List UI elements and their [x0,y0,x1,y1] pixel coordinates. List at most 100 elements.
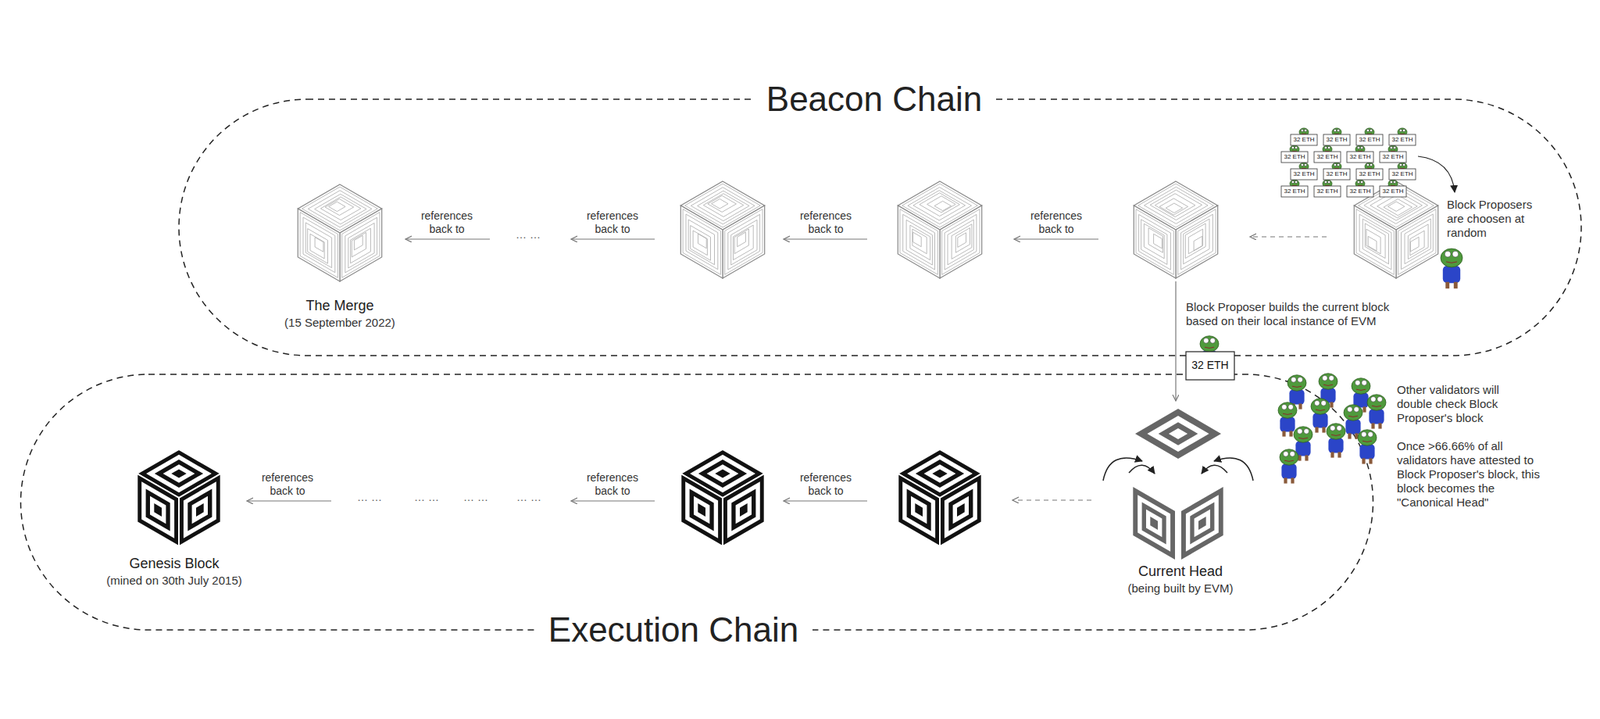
reference-arrow [571,500,655,501]
pepe-eye [1324,180,1327,183]
contour-line [1178,209,1216,275]
annotation: references back to [252,471,323,498]
annotation: references back to [577,209,648,236]
pepe-body [1281,463,1297,479]
eth-sign [1379,185,1407,197]
stake-sign-text: 32 ETH [1356,135,1383,144]
execution-block-cube [680,449,765,547]
pepe-mouth [1282,413,1293,415]
contour-line [685,214,718,270]
pepe-eye [1300,128,1304,132]
cube-face [953,496,969,524]
cube-face [932,468,947,478]
pepe-body [1312,412,1328,428]
cube-face [192,496,208,524]
pepe-eye [1389,146,1393,149]
pepe-mouth [1348,415,1358,417]
pepe-eye [1291,146,1294,149]
pepe-eye [1354,379,1361,386]
contour-line [1407,224,1429,260]
block-date: (15 September 2022) [284,314,396,331]
pepe-mouth [1298,437,1308,439]
annotation: Other validators will double check Block… [1396,382,1530,425]
figures [136,128,1463,560]
stake-sign-text: 32 ETH [1314,187,1341,196]
contour-line [900,209,938,275]
cube-face [196,503,204,517]
contour-line [303,217,336,273]
pepe-leg [1304,454,1308,461]
eth-sign [1346,185,1374,197]
contour-line [944,214,977,270]
contour-line [1141,219,1168,265]
contour-line [350,228,372,264]
cube-face [297,208,340,282]
contour-line [913,232,922,247]
cube-face [939,205,983,279]
annotation: 32 ETH [1186,358,1234,372]
cube-face [146,489,171,532]
contour-line [307,228,329,265]
assembly-arrow [1214,457,1254,481]
cube-face [939,473,983,547]
pepe-leg [1314,426,1318,433]
execution-block-cube [136,449,221,547]
pepe-eye [1210,337,1216,343]
pepe-leg [1347,432,1351,439]
pepe-eye [1370,396,1376,402]
pepe-eye [1294,180,1297,183]
cube-face [1396,205,1439,279]
contour-line [1356,209,1394,275]
stake-sign-text: 32 ETH [1356,170,1383,179]
pepe-head [1293,426,1313,443]
contour-line [1398,209,1436,275]
pepe-eye [1389,180,1393,183]
annotation: Block Proposer builds the current block … [1185,300,1409,329]
contour-line [1404,218,1431,265]
contour-line [731,219,758,265]
cube-face [1189,502,1215,545]
beacon-block-cube [1133,181,1218,279]
contour-line [698,233,708,249]
contour-line [711,199,729,209]
cube-face [689,489,715,532]
cube-face [1146,509,1162,537]
pepe-eye [1336,425,1343,431]
cube-face [153,503,162,517]
pepe-leg [1361,457,1365,464]
pepe-eye [1300,163,1304,166]
assembly-arrow [1128,464,1155,474]
pepe-eye [1282,450,1289,457]
pepe-figure [1279,449,1299,484]
pepe-body [1368,408,1384,424]
eth-sign [1185,351,1235,380]
execution-band-outline [21,374,1374,630]
cube-face [1150,516,1158,530]
pepe-eye [1333,128,1336,132]
contour-line [919,192,961,217]
contour-line [1359,214,1392,270]
pepe-body [1279,416,1295,432]
beacon-block-cube [897,181,982,279]
reference-arrow [571,238,655,240]
cube-face [187,489,212,532]
cube-face [897,205,940,279]
cube-face [183,481,217,539]
pepe-body [1289,389,1304,404]
pepe-figure [1326,423,1346,458]
pepe-figure [1367,394,1386,429]
annotation: … … [407,490,447,504]
eth-sign [1323,134,1350,146]
beacon-band-outline [178,99,1582,356]
eth-sign [1379,151,1407,163]
block-name: Genesis Block [106,554,242,573]
pepe-eye [1324,146,1327,149]
pepe-body [1345,418,1361,434]
reference-arrow [783,500,868,501]
block-node: Genesis Block(mined on 30th July 2015) [106,554,242,589]
pepe-mouth [1315,409,1325,411]
contour-line [913,190,966,221]
annotation: references back to [411,209,483,236]
contour-line [707,195,737,212]
